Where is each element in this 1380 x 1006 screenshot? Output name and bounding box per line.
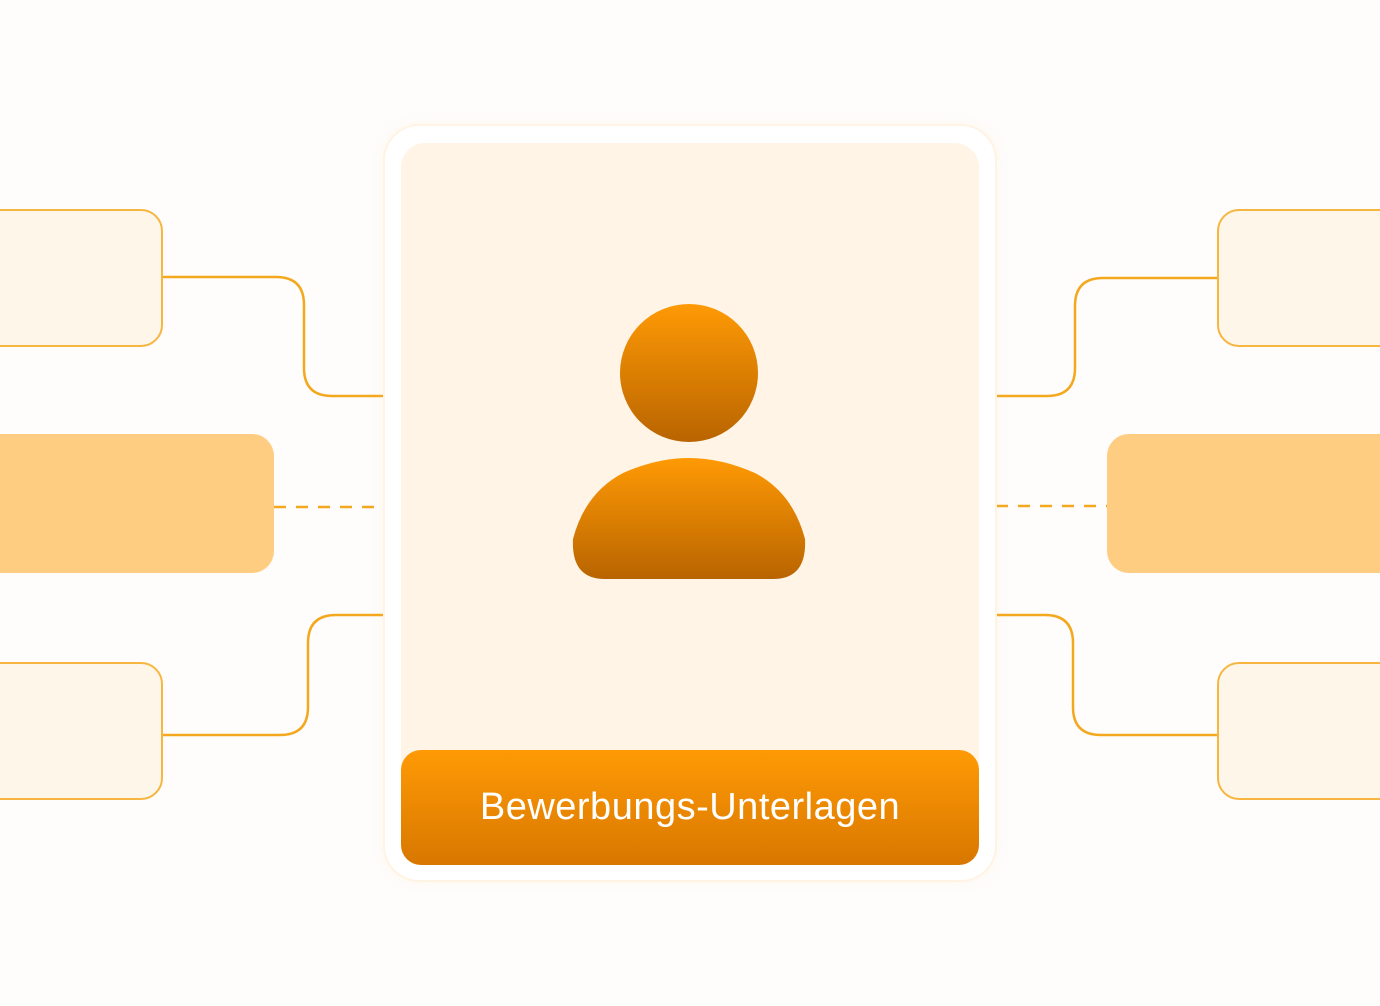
connector-left-top: [160, 275, 387, 398]
profile-card: Bewerbungs-Unterlagen: [401, 143, 979, 865]
right-bottom-box: [1217, 662, 1380, 800]
right-middle-box: [1107, 434, 1380, 573]
card-label: Bewerbungs-Unterlagen: [479, 786, 901, 828]
person-icon: [572, 304, 806, 579]
left-middle-box: [0, 434, 274, 573]
left-bottom-box: [0, 662, 163, 800]
right-top-box: [1217, 209, 1380, 347]
person-body: [572, 458, 806, 579]
card-label-bar: Bewerbungs-Unterlagen: [401, 750, 979, 865]
connector-right-top: [994, 276, 1220, 398]
left-top-box: [0, 209, 163, 347]
person-head: [620, 304, 758, 442]
connector-right-bottom: [994, 613, 1220, 737]
connector-left-bottom: [160, 613, 387, 737]
